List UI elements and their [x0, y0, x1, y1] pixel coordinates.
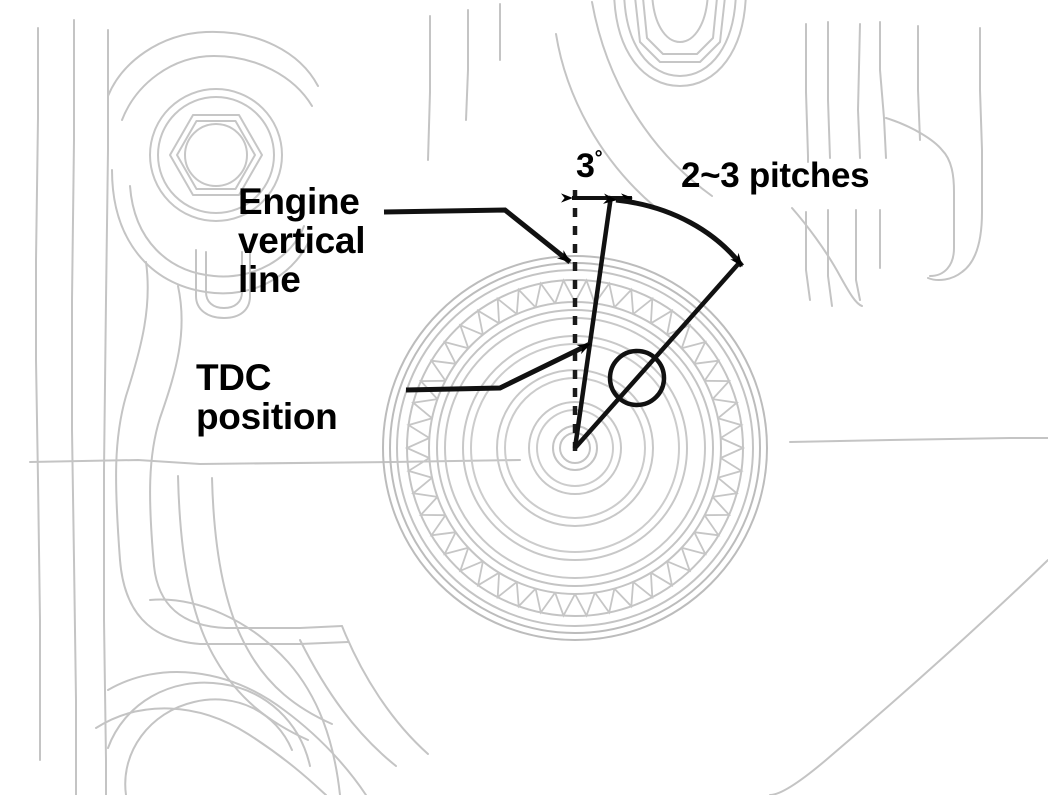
tdc-position-leader — [405, 341, 592, 393]
arc-dimension-icon — [603, 193, 744, 268]
annotation-layer — [383, 190, 744, 452]
degree-symbol-icon: ° — [594, 147, 603, 170]
label-angle-value: 3 — [576, 147, 595, 185]
label-tdc-position-line2: position — [196, 396, 338, 438]
label-tdc-position-line1: TDC — [196, 357, 272, 398]
label-angle-3-degrees: 3° — [576, 148, 603, 184]
label-engine-vertical-line: Engine vertical line — [238, 181, 366, 301]
label-pitches: 2~3 pitches — [681, 156, 870, 195]
pitch-radial-line — [573, 260, 742, 450]
label-engine-vertical-line-line2: vertical — [238, 220, 366, 262]
label-engine-vertical-line-line1: Engine — [238, 181, 360, 222]
engine-block-linework — [29, 0, 1048, 795]
circle-marker-icon — [607, 348, 667, 408]
label-engine-vertical-line-line3: line — [238, 259, 301, 301]
engine-vertical-line-leader — [383, 207, 572, 264]
label-tdc-position: TDC position — [196, 357, 338, 438]
